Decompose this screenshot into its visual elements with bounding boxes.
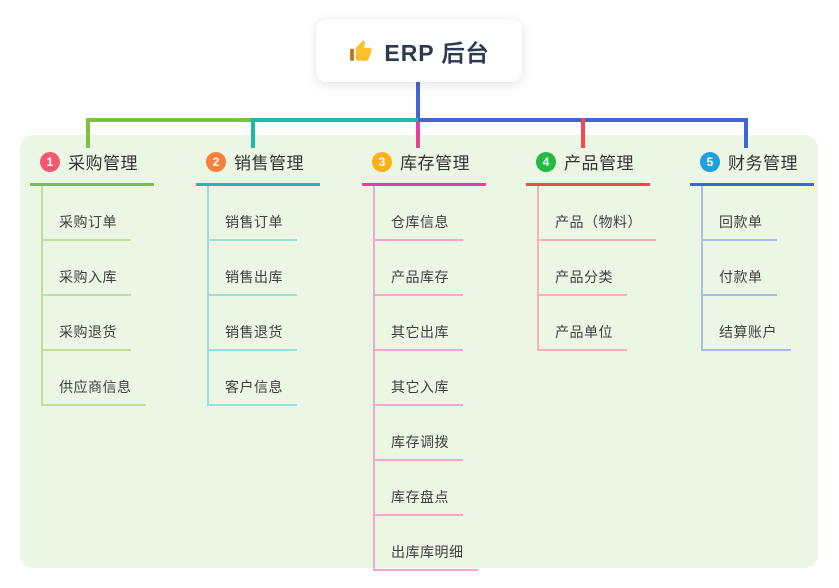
- bus-segment-sales: [251, 118, 419, 122]
- child-node-row: 产品单位: [539, 296, 656, 351]
- child-node-row: 库存调拨: [375, 406, 486, 461]
- child-node[interactable]: 客户信息: [209, 377, 297, 406]
- child-node[interactable]: 付款单: [703, 267, 777, 296]
- drop-line-product: [581, 118, 585, 148]
- branch-header-node[interactable]: 2 销售管理: [196, 146, 320, 186]
- branch-title: 产品管理: [564, 154, 634, 173]
- child-node[interactable]: 其它入库: [375, 377, 463, 406]
- branch-title: 采购管理: [68, 154, 138, 173]
- branch-header-node[interactable]: 1 采购管理: [30, 146, 154, 186]
- child-node-row: 采购入库: [43, 241, 154, 296]
- child-node[interactable]: 产品库存: [375, 267, 463, 296]
- child-node-row: 客户信息: [209, 351, 320, 406]
- branch-number-badge: 3: [372, 151, 392, 172]
- branches-background-panel: [20, 135, 818, 568]
- child-node[interactable]: 产品（物料）: [539, 212, 656, 241]
- child-node-row: 其它出库: [375, 296, 486, 351]
- child-node-row: 产品分类: [539, 241, 656, 296]
- child-node-row: 供应商信息: [43, 351, 154, 406]
- branch-children: 回款单付款单结算账户: [701, 186, 814, 351]
- drop-line-sales: [251, 118, 255, 148]
- child-node[interactable]: 供应商信息: [43, 377, 146, 406]
- root-node-label: ERP 后台: [384, 39, 490, 66]
- branch-children: 产品（物料） 产品分类产品单位: [537, 186, 656, 351]
- child-node[interactable]: 库存调拨: [375, 432, 463, 461]
- child-node[interactable]: 结算账户: [703, 322, 791, 351]
- branch-1: 1 采购管理 采购订单采购入库采购退货供应商信息: [30, 146, 154, 406]
- bus-segment-purchase: [86, 118, 253, 122]
- child-node[interactable]: 采购订单: [43, 212, 131, 241]
- child-node-row: 销售出库: [209, 241, 320, 296]
- child-node-row: 其它入库: [375, 351, 486, 406]
- child-node[interactable]: 采购入库: [43, 267, 131, 296]
- child-node-row: 采购退货: [43, 296, 154, 351]
- child-node-row: 库存盘点: [375, 461, 486, 516]
- branch-3: 3 库存管理 仓库信息产品库存其它出库其它入库库存调拨库存盘点出库库明细: [362, 146, 486, 571]
- child-node[interactable]: 出库库明细: [375, 542, 478, 571]
- branch-number-badge: 1: [40, 151, 60, 172]
- branch-title: 财务管理: [728, 154, 798, 173]
- child-node-row: 回款单: [703, 186, 814, 241]
- branch-title: 销售管理: [234, 154, 304, 173]
- branch-2: 2 销售管理 销售订单销售出库销售退货客户信息: [196, 146, 320, 406]
- branch-children: 采购订单采购入库采购退货供应商信息: [41, 186, 154, 406]
- drop-line-inventory: [416, 122, 420, 148]
- child-node-row: 结算账户: [703, 296, 814, 351]
- branch-4: 4 产品管理 产品（物料） 产品分类产品单位: [526, 146, 656, 351]
- child-node[interactable]: 采购退货: [43, 322, 131, 351]
- branch-5: 5 财务管理 回款单付款单结算账户: [690, 146, 814, 351]
- drop-line-finance: [744, 118, 748, 148]
- root-connector-line: [416, 82, 420, 119]
- root-node[interactable]: ERP 后台: [316, 19, 522, 82]
- thumbs-up-icon: [348, 38, 374, 64]
- branch-header-node[interactable]: 3 库存管理: [362, 146, 486, 186]
- child-node-row: 销售退货: [209, 296, 320, 351]
- child-node[interactable]: 仓库信息: [375, 212, 463, 241]
- child-node-row: 采购订单: [43, 186, 154, 241]
- child-node[interactable]: 回款单: [703, 212, 777, 241]
- child-node[interactable]: 库存盘点: [375, 487, 463, 516]
- branch-number-badge: 5: [700, 151, 720, 172]
- branch-number-badge: 2: [206, 151, 226, 172]
- branch-header-node[interactable]: 5 财务管理: [690, 146, 814, 186]
- branch-children: 仓库信息产品库存其它出库其它入库库存调拨库存盘点出库库明细: [373, 186, 486, 571]
- child-node[interactable]: 产品分类: [539, 267, 627, 296]
- branch-header-node[interactable]: 4 产品管理: [526, 146, 650, 186]
- branch-children: 销售订单销售出库销售退货客户信息: [207, 186, 320, 406]
- branch-number-badge: 4: [536, 151, 556, 172]
- child-node[interactable]: 销售退货: [209, 322, 297, 351]
- branch-title: 库存管理: [400, 154, 470, 173]
- child-node-row: 仓库信息: [375, 186, 486, 241]
- child-node[interactable]: 销售订单: [209, 212, 297, 241]
- child-node[interactable]: 销售出库: [209, 267, 297, 296]
- child-node-row: 产品（物料）: [539, 186, 656, 241]
- drop-line-purchase: [86, 118, 90, 148]
- child-node-row: 付款单: [703, 241, 814, 296]
- child-node-row: 销售订单: [209, 186, 320, 241]
- child-node[interactable]: 其它出库: [375, 322, 463, 351]
- child-node-row: 产品库存: [375, 241, 486, 296]
- child-node-row: 出库库明细: [375, 516, 486, 571]
- child-node[interactable]: 产品单位: [539, 322, 627, 351]
